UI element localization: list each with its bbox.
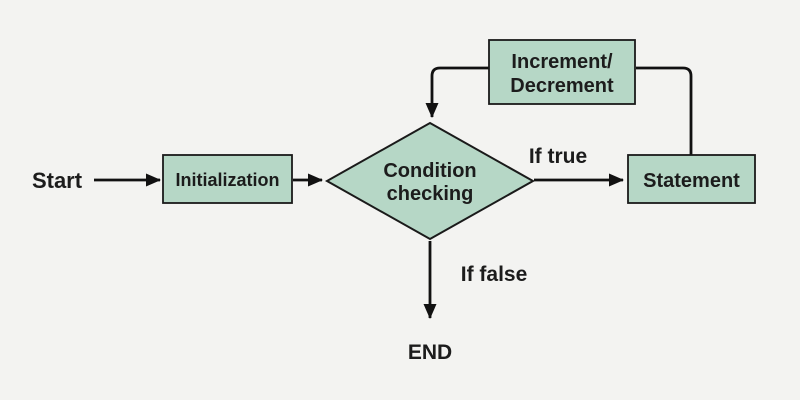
statement-node-label: Statement (643, 170, 740, 192)
start-node-label: Start (32, 168, 83, 193)
initialization-node-label: Initialization (175, 170, 279, 190)
edge-increment-to-condition (425, 66, 489, 118)
initialization-node-box (162, 154, 293, 204)
edge-statement-to-increment (636, 66, 693, 155)
if-false-edge-label: If false (461, 263, 528, 286)
increment-decrement-node: Increment/ Decrement (488, 39, 636, 105)
increment-decrement-label-line2: Decrement (510, 75, 614, 97)
initialization-node: Initialization (162, 154, 293, 204)
increment-decrement-label-line1: Increment/ (511, 51, 613, 73)
condition-node-label-line1: Condition (383, 160, 476, 182)
statement-node-box (627, 154, 756, 204)
condition-node-label-line2: checking (387, 183, 474, 205)
increment-decrement-node-box (488, 39, 636, 105)
condition-node: Condition checking (324, 121, 536, 241)
if-true-edge-label: If true (529, 145, 587, 168)
condition-node-diamond (324, 121, 536, 241)
statement-node: Statement (627, 154, 756, 204)
end-node-label: END (408, 341, 452, 364)
